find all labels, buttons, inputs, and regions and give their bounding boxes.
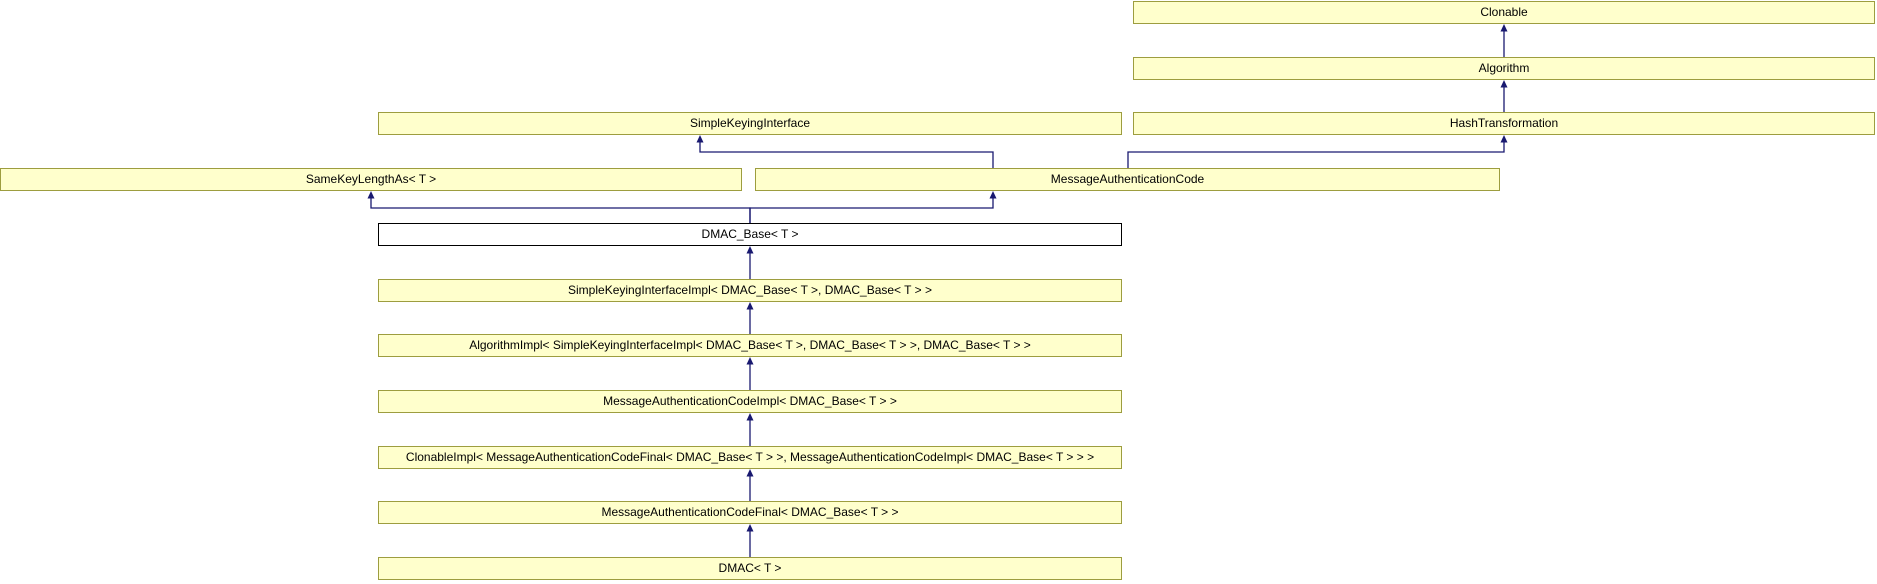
edge-dmacbase-to-messageauthenticationcode — [749, 191, 997, 223]
class-node-simplekeyinginterfaceimpl[interactable]: SimpleKeyingInterfaceImpl< DMAC_Base< T … — [378, 279, 1122, 302]
edge-simplekeyinginterfaceimpl-to-dmacbase — [746, 246, 754, 279]
edge-dmacbase-to-samekeylengthas — [367, 191, 751, 223]
edge-dmac-to-messageauthenticationcodefinal — [746, 524, 754, 557]
edge-messageauthenticationcode-to-simplekeyinginterface — [696, 135, 994, 168]
class-node-dmacbase-current: DMAC_Base< T > — [378, 223, 1122, 246]
class-node-dmac[interactable]: DMAC< T > — [378, 557, 1122, 580]
edge-algorithm-to-clonable — [1500, 24, 1508, 57]
class-node-simplekeyinginterface[interactable]: SimpleKeyingInterface — [378, 112, 1122, 135]
class-node-clonable[interactable]: Clonable — [1133, 1, 1875, 24]
class-node-messageauthenticationcodefinal[interactable]: MessageAuthenticationCodeFinal< DMAC_Bas… — [378, 501, 1122, 524]
edge-messageauthenticationcode-to-hashtransformation — [1127, 135, 1508, 168]
class-node-clonableimpl[interactable]: ClonableImpl< MessageAuthenticationCodeF… — [378, 446, 1122, 469]
class-node-samekeylengthas[interactable]: SameKeyLengthAs< T > — [0, 168, 742, 191]
edge-clonableimpl-to-messageauthenticationcodeimpl — [746, 413, 754, 446]
class-node-messageauthenticationcode[interactable]: MessageAuthenticationCode — [755, 168, 1500, 191]
edge-messageauthenticationcodeimpl-to-algorithmimpl — [746, 357, 754, 390]
class-node-hashtransformation[interactable]: HashTransformation — [1133, 112, 1875, 135]
edge-algorithmimpl-to-simplekeyinginterfaceimpl — [746, 302, 754, 334]
edge-messageauthenticationcodefinal-to-clonableimpl — [746, 469, 754, 501]
class-node-algorithmimpl[interactable]: AlgorithmImpl< SimpleKeyingInterfaceImpl… — [378, 334, 1122, 357]
class-node-messageauthenticationcodeimpl[interactable]: MessageAuthenticationCodeImpl< DMAC_Base… — [378, 390, 1122, 413]
edge-hashtransformation-to-algorithm — [1500, 80, 1508, 112]
class-node-algorithm[interactable]: Algorithm — [1133, 57, 1875, 80]
